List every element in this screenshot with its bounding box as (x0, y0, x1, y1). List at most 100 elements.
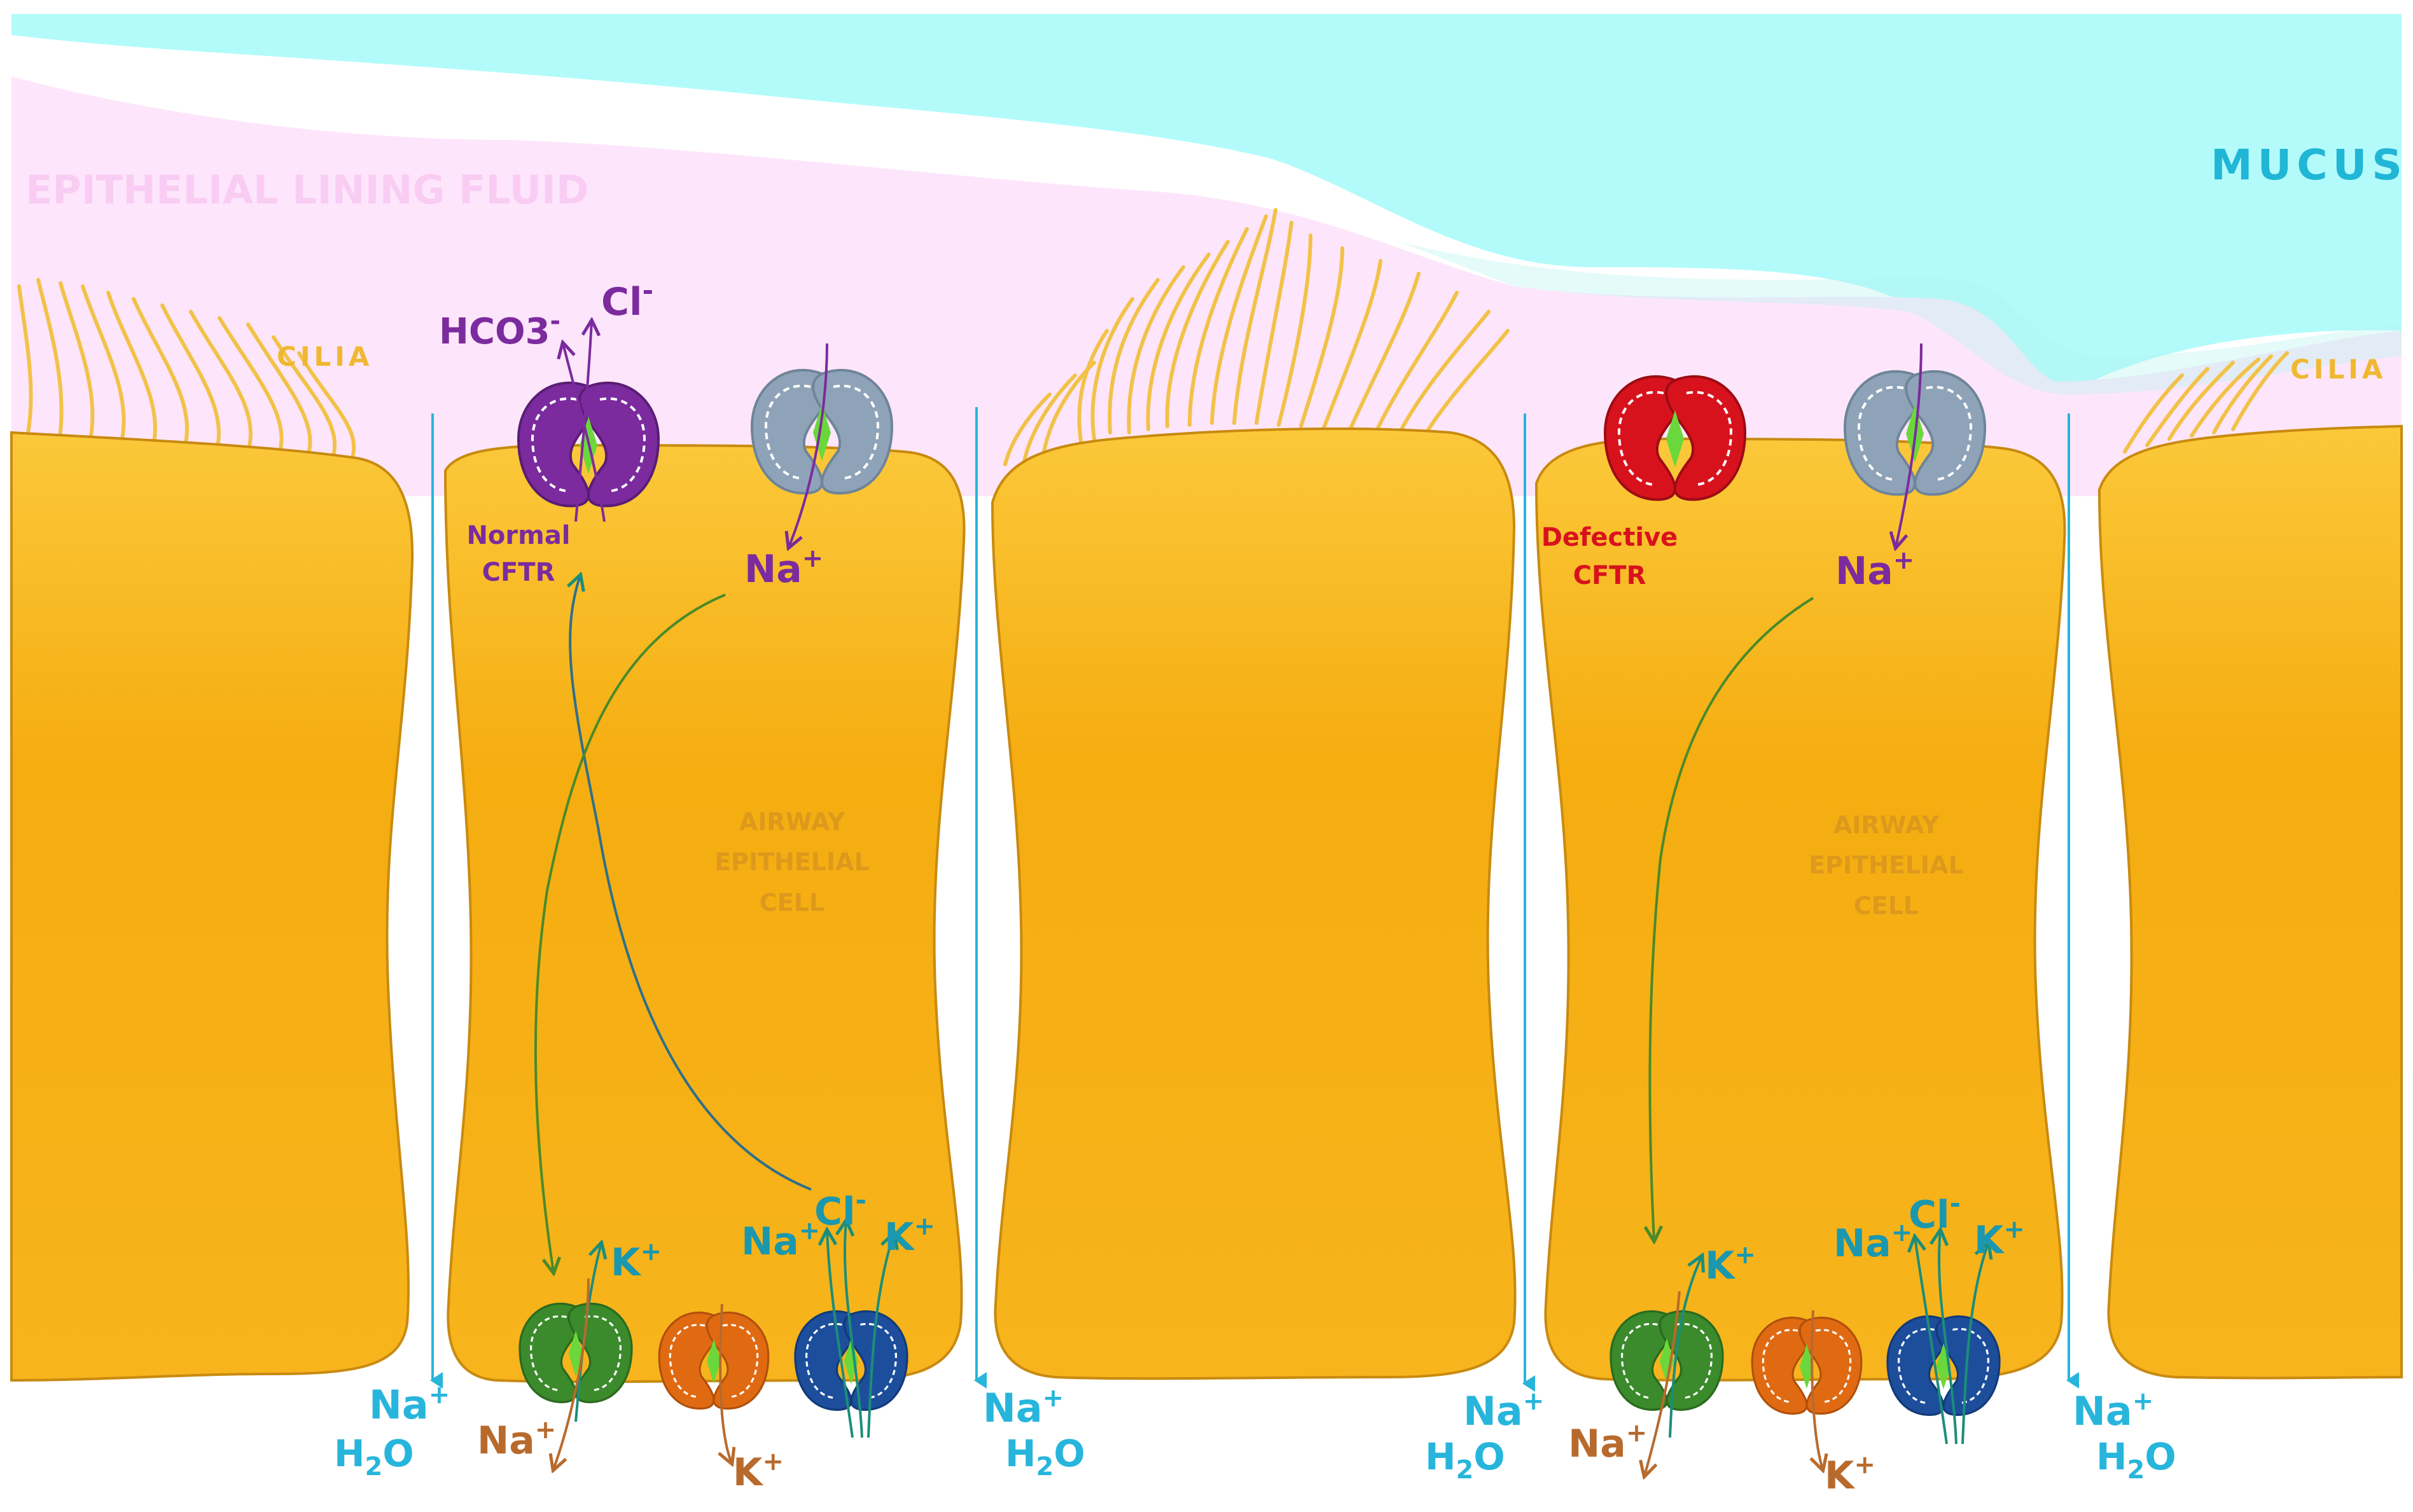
svg-text:H2O: H2O (334, 1432, 414, 1481)
na-text: Na (1463, 1388, 1523, 1434)
cl-text: Cl (1909, 1193, 1950, 1237)
normal-cftr-label-line1: Normal (466, 521, 570, 550)
h2o-h: H (2096, 1435, 2127, 1478)
cell-label-normal: AIRWAY EPITHELIAL CELL (714, 808, 870, 917)
k-superscript: + (763, 1447, 784, 1476)
k-label-defective: K+ (1705, 1240, 1756, 1288)
cl-superscript: - (643, 275, 653, 306)
mucus-layer (11, 14, 2402, 405)
cilia-middle (1003, 208, 1510, 466)
nkcc-arrow-cl-defective (1939, 1231, 1958, 1445)
svg-text:Na+: Na+ (2073, 1387, 2153, 1434)
na-superscript: + (1523, 1387, 1545, 1416)
hco3-label: HCO3- (439, 307, 560, 352)
na-label-basal-normal: Na+ (477, 1415, 556, 1463)
h2o-o: O (2145, 1435, 2176, 1478)
cl-label-nkcc-defective: Cl- (1909, 1188, 1961, 1237)
svg-text:Na+: Na+ (983, 1384, 1064, 1431)
k-efflux-arrow-defective (1669, 1256, 1702, 1438)
svg-text:HCO3-: HCO3- (439, 307, 560, 352)
defective-cftr-label-line1: Defective (1541, 523, 1678, 552)
h2o-o: O (382, 1432, 414, 1475)
nkcc-arrow-cl-normal (845, 1221, 863, 1438)
k-label-basal-normal: K+ (733, 1447, 784, 1495)
h2o-o: O (1473, 1435, 1505, 1478)
na-superscript: + (2132, 1387, 2154, 1416)
cl-label-nkcc-normal: Cl- (814, 1184, 866, 1234)
na-k-pump-orange-normal (658, 1311, 770, 1410)
h2o-o: O (1054, 1432, 1085, 1475)
na-label-nkcc-defective: Na+ (1833, 1218, 1912, 1266)
k-superscript: + (1854, 1450, 1876, 1480)
svg-text:Na+: Na+ (369, 1380, 450, 1428)
na-text: Na (2073, 1388, 2132, 1434)
k-label-basal-defective: K+ (1825, 1450, 1875, 1498)
cilia-left (17, 278, 356, 457)
k-label-nkcc-defective: K+ (1974, 1215, 2025, 1263)
cilia-label-right: CILIA (2290, 354, 2386, 385)
cl-superscript: - (856, 1184, 866, 1216)
na-superscript: + (799, 1216, 821, 1245)
k-text: K (1705, 1244, 1736, 1288)
na-efflux-arrow-normal (553, 1278, 590, 1469)
na-superscript: + (429, 1380, 450, 1410)
enac-influx-arrow (789, 343, 828, 547)
na-superscript: + (1626, 1418, 1648, 1448)
na-text: Na (477, 1418, 535, 1463)
na-text: Na (1835, 549, 1893, 593)
cl-to-cftr-arrow (570, 576, 812, 1191)
svg-text:H2O: H2O (1425, 1435, 1505, 1485)
nkcc-arrow-na-normal (827, 1231, 854, 1438)
defective-cftr-label-line2: CFTR (1573, 561, 1646, 590)
paracellular-arrows (430, 407, 2079, 1392)
paracellular-label-1: Na+ H2O (334, 1380, 450, 1481)
na-superscript: + (1891, 1218, 1913, 1247)
paracellular-label-2: Na+ H2O (983, 1384, 1085, 1481)
na-superscript: + (1893, 546, 1915, 575)
nkcc-arrow-k-defective (1961, 1244, 1988, 1445)
na-superscript: + (802, 544, 824, 573)
defective-cftr-channel (1603, 375, 1747, 501)
normal-cftr-label-line2: CFTR (482, 558, 555, 587)
airway-epithelial-cell-5 (2097, 424, 2403, 1380)
cell-label-line1: AIRWAY (1833, 811, 1940, 839)
hco3-superscript: - (550, 307, 561, 336)
svg-text:Cl-: Cl- (601, 275, 653, 324)
na-text: Na (369, 1382, 429, 1428)
k-label-nkcc-normal: K+ (884, 1212, 935, 1259)
k-text: K (1974, 1218, 2005, 1263)
na-label-nkcc-normal: Na+ (741, 1216, 820, 1264)
na-superscript: + (535, 1415, 557, 1445)
svg-text:H2O: H2O (1005, 1432, 1085, 1481)
cell-label-line1: AIRWAY (739, 808, 845, 836)
cell-label-line2: EPITHELIAL (714, 848, 870, 876)
svg-text:H2O: H2O (2096, 1435, 2176, 1485)
na-k-pump-orange-defective (1751, 1316, 1863, 1415)
na-text: Na (1833, 1221, 1891, 1266)
k-text: K (611, 1240, 642, 1285)
mucus-label: MUCUS (2211, 141, 2407, 190)
ion-flux-arrows-defective (1645, 343, 1988, 1476)
k-out-arrow-defective (1812, 1310, 1823, 1469)
cl-text: Cl (814, 1189, 856, 1234)
cell-label-line3: CELL (1854, 892, 1919, 920)
na-superscript: + (1043, 1384, 1064, 1413)
k-superscript: + (641, 1237, 662, 1266)
epithelial-lining-fluid-label: EPITHELIAL LINING FLUID (25, 167, 588, 213)
cilia-label-left: CILIA (277, 341, 373, 372)
k-text: K (1825, 1453, 1856, 1498)
k-superscript: + (914, 1212, 936, 1241)
k-superscript: + (1735, 1240, 1756, 1270)
h2o-h: H (334, 1432, 365, 1475)
paracellular-label-4: Na+ H2O (2073, 1387, 2176, 1485)
airway-epithelial-cell-3 (991, 427, 1517, 1380)
na-text: Na (1568, 1422, 1626, 1466)
enac-influx-arrow-defective (1896, 343, 1923, 547)
nkcc-cotransporter-blue-normal (794, 1310, 908, 1411)
h2o-subscript: 2 (2127, 1455, 2145, 1485)
cl-superscript: - (1950, 1188, 1961, 1219)
na-label-basal-defective: Na+ (1568, 1418, 1647, 1466)
k-label-normal: K+ (611, 1237, 662, 1285)
cell-label-defective: AIRWAY EPITHELIAL CELL (1809, 811, 1964, 920)
